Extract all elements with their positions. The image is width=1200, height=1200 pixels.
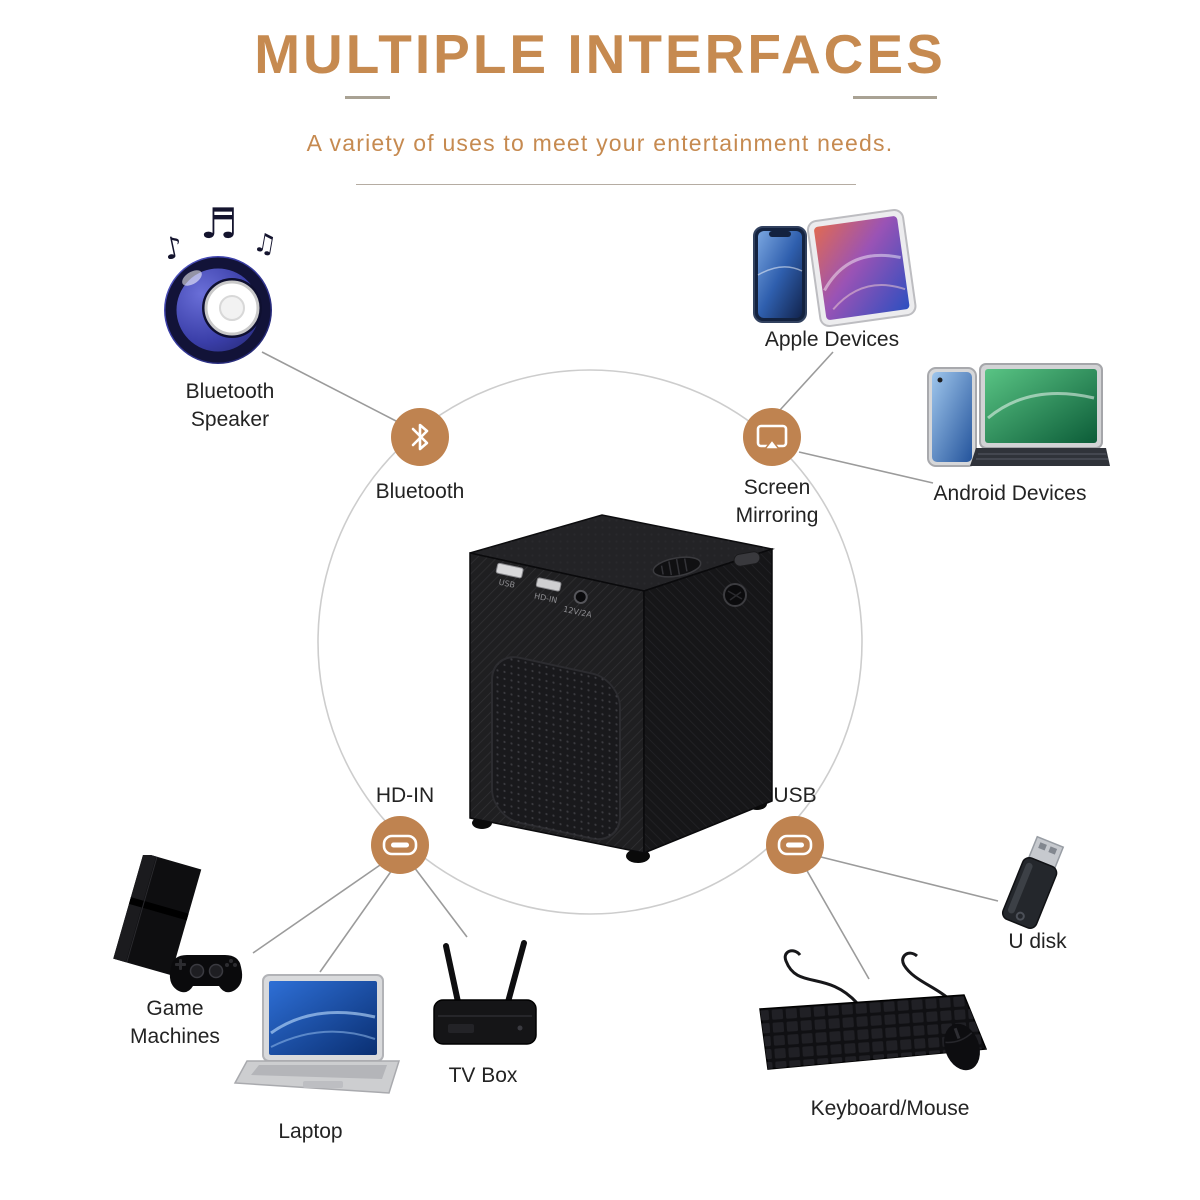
screen-mirroring-interface-badge [743, 408, 801, 466]
mouse-icon [944, 1023, 980, 1071]
android-devices-label: Android Devices [933, 482, 1087, 505]
usb-body [1001, 856, 1058, 929]
antenna-left [443, 943, 461, 1005]
laptop-base [233, 1060, 401, 1094]
title-accent-line-right [853, 96, 937, 99]
power-button [733, 551, 761, 567]
game-machines-label: Game Machines [130, 997, 220, 1049]
u-disk-image [985, 835, 1080, 950]
hd-in-interface-badge [371, 816, 429, 874]
line-usb-udisk [820, 856, 999, 902]
iphone-icon [753, 226, 807, 323]
hdmi-port-icon [382, 834, 418, 856]
focus-wheel [652, 556, 702, 578]
bluetooth-interface-badge [391, 408, 449, 466]
projector-icon: USB HD-IN 12V/2A [469, 514, 775, 863]
laptop-icon [233, 974, 401, 1094]
usb-drive-icon [1001, 835, 1065, 929]
android-devices-image [920, 358, 1110, 483]
line-hdin-tvbox [413, 866, 468, 938]
keyboard-icon [759, 994, 988, 1070]
keyboard-cable [783, 949, 859, 1005]
page-title: MULTIPLE INTERFACES [254, 23, 946, 85]
line-usb-keyboard [805, 868, 870, 980]
hd-in-label: HD-IN [375, 784, 435, 807]
tv-box-label: TV Box [448, 1064, 518, 1087]
ir-lens [723, 583, 747, 607]
music-note-icon: ♫ [251, 227, 279, 261]
bluetooth-label: Bluetooth [375, 480, 465, 503]
usb-port-icon [777, 834, 813, 856]
line-hdin-laptop [319, 869, 393, 973]
apple-devices-label: Apple Devices [764, 328, 900, 351]
bluetooth-icon [411, 423, 429, 451]
projector-image: USB HD-IN 12V/2A [452, 503, 792, 873]
apple-devices-icon [753, 209, 917, 328]
tv-box-image [428, 938, 543, 1068]
usb-label: USB [773, 784, 817, 807]
connection-lines [252, 351, 999, 980]
android-tablet-icon [970, 363, 1110, 466]
page-subtitle: A variety of uses to meet your entertain… [306, 130, 894, 156]
hd-in-port [535, 577, 562, 592]
laptop-label: Laptop [278, 1120, 343, 1143]
title-accent-line-left [345, 96, 390, 99]
console-body [113, 852, 202, 976]
line-apple-mirroring [779, 351, 834, 411]
bluetooth-speaker-icon: ♪ ♬ ♫ [160, 199, 279, 364]
laptop-image [233, 973, 408, 1118]
game-machines-image [105, 852, 255, 1015]
connection-circle [317, 369, 863, 915]
gamepad-icon [169, 955, 243, 993]
usb-interface-badge [766, 816, 824, 874]
projector-top-ports: USB HD-IN 12V/2A [495, 562, 593, 620]
keyboard-mouse-icon [759, 949, 988, 1071]
header-divider [356, 184, 856, 185]
projector-grille [491, 656, 621, 841]
bluetooth-speaker-image: ♪ ♬ ♫ [148, 192, 308, 382]
u-disk-label: U disk [1008, 930, 1067, 953]
keyboard-mouse-label: Keyboard/Mouse [810, 1097, 970, 1120]
game-console-icon [113, 852, 243, 993]
music-note-icon: ♪ [160, 230, 186, 268]
apple-devices-image [742, 205, 922, 335]
tv-box-icon [433, 940, 537, 1045]
dc-jack [573, 589, 588, 604]
screen-mirroring-icon [756, 424, 788, 450]
antenna-right [505, 940, 527, 1005]
screen-mirroring-label: Screen Mirroring [735, 476, 819, 528]
keyboard-mouse-image [752, 945, 1007, 1095]
projector-side-face [643, 547, 773, 855]
line-speaker-bluetooth [261, 351, 399, 423]
usb-port-label: USB [498, 578, 516, 590]
android-devices-icon [927, 363, 1110, 467]
usb-port [495, 562, 524, 579]
ipad-icon [806, 209, 917, 328]
bluetooth-speaker-label: Bluetooth Speaker [185, 380, 275, 432]
android-phone-icon [927, 367, 977, 467]
music-notes-icon: ♬ [200, 199, 238, 248]
line-hdin-console [252, 862, 384, 954]
line-mirroring-android [798, 451, 934, 484]
laptop-screen [262, 974, 384, 1062]
